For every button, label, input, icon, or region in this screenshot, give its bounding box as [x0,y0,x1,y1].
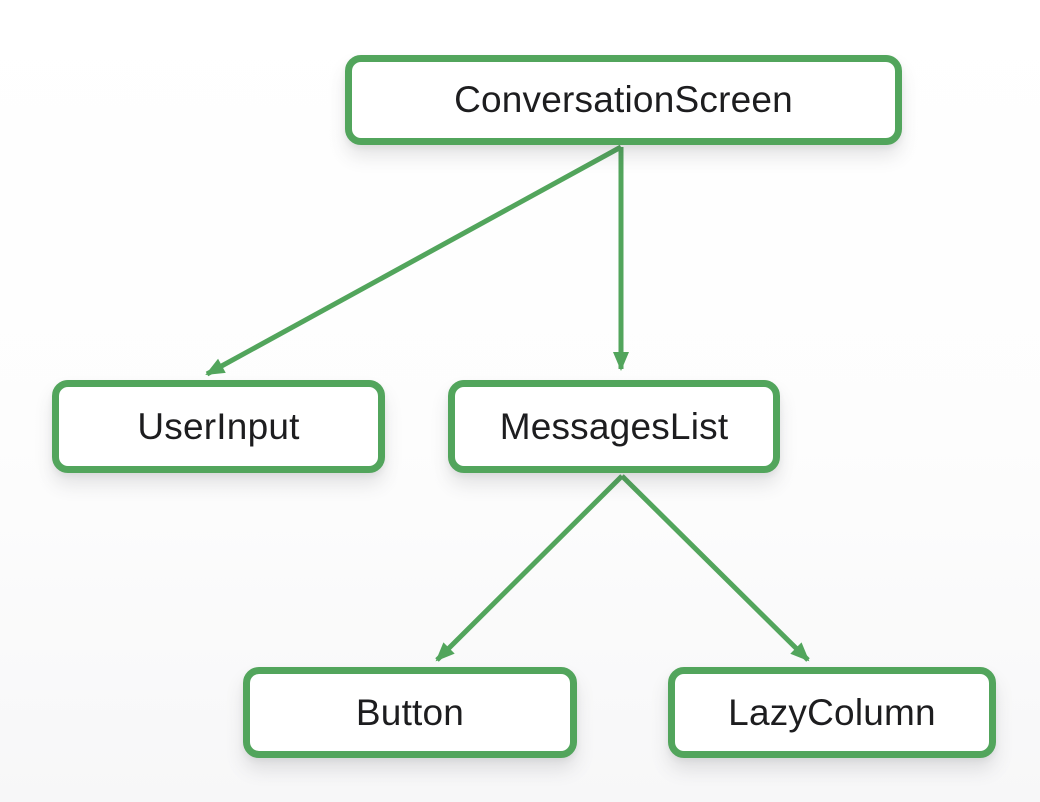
node-conversation-screen-label: ConversationScreen [454,79,793,120]
node-button: Button [243,667,577,758]
node-user-input-label: UserInput [137,405,300,447]
edge-messageslist-button [435,474,624,662]
node-messages-list-label: MessagesList [499,405,729,447]
node-lazy-column-label: LazyColumn [728,691,936,733]
edge-messageslist-lazycolumn [620,474,810,662]
node-conversation-screen: ConversationScreen [345,55,902,145]
edge-conversationscreen-userinput [205,144,623,377]
node-lazy-column: LazyColumn [668,667,996,758]
node-user-input: UserInput [52,380,385,473]
node-messages-list: MessagesList [448,380,780,473]
node-button-label: Button [355,691,465,733]
